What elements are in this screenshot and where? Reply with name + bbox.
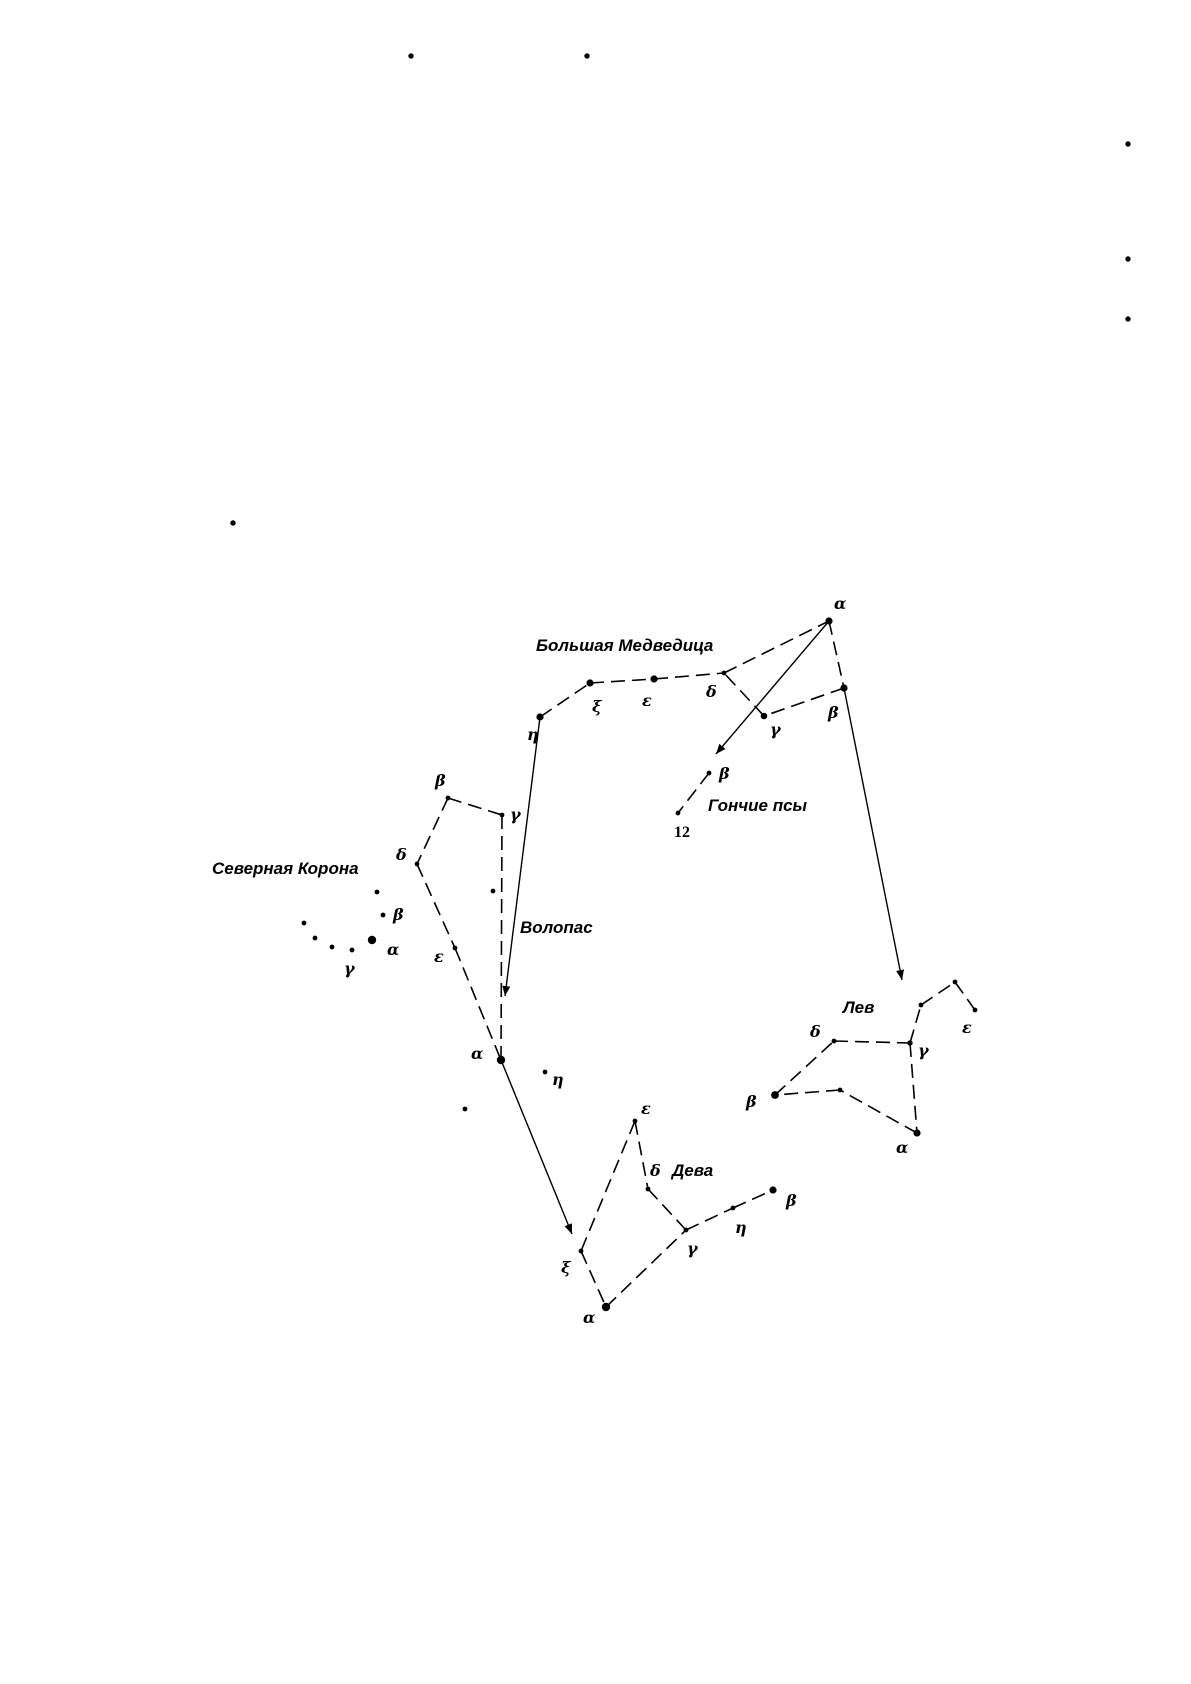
leo-line-gamma-alpha xyxy=(910,1043,917,1133)
label-leo-delta: δ xyxy=(809,1022,821,1041)
star-boo-delta xyxy=(409,856,425,872)
label-boo-delta: δ xyxy=(395,845,407,864)
label-leo-alpha: α xyxy=(896,1138,908,1157)
label-bootes: Волопас xyxy=(520,918,593,937)
star-boo-eta xyxy=(537,1064,553,1080)
label-leo: Лев xyxy=(841,998,874,1017)
vir-line-alpha-gamma xyxy=(606,1230,686,1307)
label-vir-epsilon: ε xyxy=(641,1099,651,1118)
label-virgo: Дева xyxy=(670,1161,713,1180)
label-uma-zeta: ξ xyxy=(592,697,603,716)
star-crb-alpha xyxy=(358,926,386,954)
star-vir-beta xyxy=(761,1178,785,1202)
vir-line-epsilon-zeta xyxy=(581,1121,635,1251)
label-crb-beta: β xyxy=(392,905,404,924)
label-uma-gamma: γ xyxy=(770,720,782,739)
uma-line-gamma-delta xyxy=(724,673,764,716)
stray-stars xyxy=(224,47,1137,532)
label-uma-beta: β xyxy=(827,703,839,722)
star-crb-delta xyxy=(324,939,340,955)
leo-line-zeta-mu xyxy=(921,982,955,1005)
leo-line-alpha-theta xyxy=(840,1090,917,1133)
label-vir-beta: β xyxy=(785,1191,797,1210)
uma-line-alpha-beta xyxy=(829,621,844,688)
label-crb-alpha: α xyxy=(387,940,399,959)
vir-line-eta-beta xyxy=(733,1190,773,1208)
star-stray-2 xyxy=(578,47,596,65)
label-crb-gamma: γ xyxy=(344,959,356,978)
star-boo-rho xyxy=(485,883,501,899)
star-stray-1 xyxy=(402,47,420,65)
label-uma-delta: δ xyxy=(705,682,717,701)
label-boo-beta: β xyxy=(434,771,446,790)
star-crb-epsilon xyxy=(307,930,323,946)
star-stray-5 xyxy=(1119,310,1137,328)
label-corona-borealis: Северная Корона xyxy=(212,859,359,878)
star-vir-zeta xyxy=(573,1243,589,1259)
star-crb-theta xyxy=(369,884,385,900)
uma-line-epsilon-delta xyxy=(654,673,724,679)
leo-line-gamma-zeta xyxy=(910,1005,921,1043)
stars xyxy=(296,609,983,1321)
star-uma-beta xyxy=(832,676,856,700)
label-boo-alpha: α xyxy=(471,1044,483,1063)
boo-line-gamma-alpha xyxy=(501,815,502,1060)
boo-line-delta-epsilon xyxy=(417,864,455,948)
arrow-to-leo xyxy=(844,688,902,980)
label-cvn-12: 12 xyxy=(674,824,690,841)
star-crb-beta xyxy=(375,907,391,923)
label-ursa-major: Большая Медведица xyxy=(536,636,713,655)
leo-line-mu-epsilon xyxy=(955,982,975,1010)
label-canes-venatici: Гончие псы xyxy=(708,796,808,815)
label-vir-gamma: γ xyxy=(687,1239,699,1258)
star-boo-epsilon xyxy=(447,940,463,956)
uma-line-zeta-epsilon xyxy=(590,679,654,683)
star-crb-iota xyxy=(296,915,312,931)
label-uma-eta: η xyxy=(527,725,539,744)
star-stray-4 xyxy=(1119,250,1137,268)
star-labels: α β γ δ ε ξ η β 12 β γ δ ε α η β α γ δ γ… xyxy=(344,594,972,1327)
label-cvn-beta: β xyxy=(718,764,730,783)
star-cvn-beta xyxy=(701,765,717,781)
label-boo-epsilon: ε xyxy=(434,947,444,966)
star-boo-beta xyxy=(440,790,456,806)
label-uma-alpha: α xyxy=(834,594,846,613)
star-cvn-12 xyxy=(670,805,686,821)
leo-line-beta-delta xyxy=(775,1041,834,1095)
leo-line-delta-gamma xyxy=(834,1041,910,1043)
vir-line-epsilon-delta xyxy=(635,1121,648,1189)
cvn-line xyxy=(678,773,709,813)
label-vir-delta: δ xyxy=(649,1161,661,1180)
label-vir-zeta: ξ xyxy=(561,1258,572,1277)
star-stray-6 xyxy=(224,514,242,532)
label-leo-beta: β xyxy=(745,1092,757,1111)
label-boo-eta: η xyxy=(552,1070,564,1089)
label-boo-gamma: γ xyxy=(510,805,522,824)
uma-line-eta-zeta xyxy=(540,683,590,717)
star-leo-epsilon xyxy=(967,1002,983,1018)
boo-line-beta-delta xyxy=(417,798,448,864)
label-vir-alpha: α xyxy=(583,1308,595,1327)
label-leo-gamma: γ xyxy=(918,1041,930,1060)
label-leo-epsilon: ε xyxy=(962,1018,972,1037)
star-vir-eta xyxy=(725,1200,741,1216)
label-uma-epsilon: ε xyxy=(642,691,652,710)
star-leo-mu xyxy=(947,974,963,990)
label-vir-eta: η xyxy=(735,1218,747,1237)
star-leo-zeta xyxy=(913,997,929,1013)
vir-line-gamma-eta xyxy=(686,1208,733,1230)
arrow-to-arcturus xyxy=(505,717,540,996)
star-leo-alpha xyxy=(905,1121,929,1145)
vir-line-zeta-alpha xyxy=(581,1251,606,1307)
boo-line-beta-gamma xyxy=(448,798,502,815)
vir-line-delta-gamma xyxy=(648,1189,686,1230)
star-stray-3 xyxy=(1119,135,1137,153)
star-crb-gamma xyxy=(344,942,360,958)
leo-line-theta-beta xyxy=(775,1090,840,1095)
star-boo-zeta xyxy=(457,1101,473,1117)
constellation-lines xyxy=(417,621,975,1307)
uma-line-delta-alpha xyxy=(724,621,829,673)
